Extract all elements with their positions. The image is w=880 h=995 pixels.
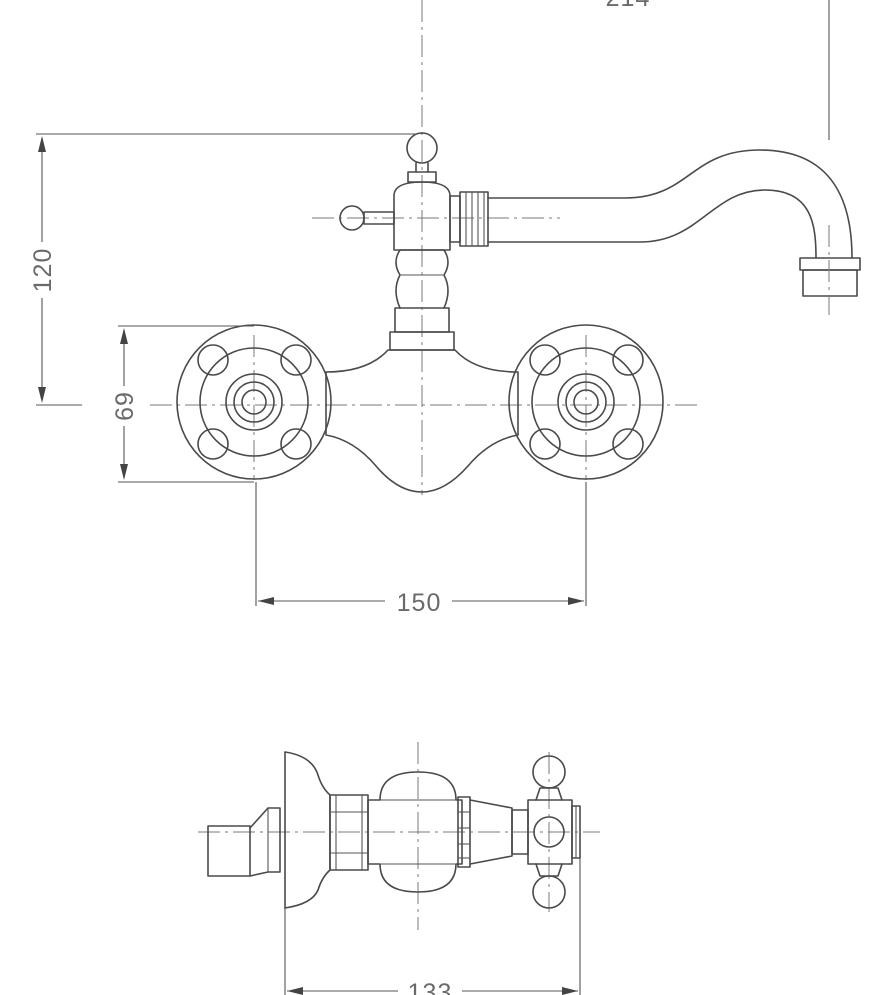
spout — [449, 149, 861, 315]
dimension-label-214: 214 — [606, 0, 651, 12]
dimension-height: 120 — [29, 133, 416, 406]
front-view: 214 120 69 — [29, 0, 861, 617]
rosette-profile — [284, 751, 331, 909]
dimension-depth: 133 — [284, 858, 581, 995]
dimension-label-150: 150 — [397, 589, 442, 617]
dimension-centers: 150 — [255, 482, 587, 617]
dimension-rosette: 69 — [111, 325, 254, 483]
left-cross-handle — [176, 324, 332, 480]
side-cross-handle — [527, 755, 581, 909]
dimension-label-133: 133 — [408, 979, 453, 995]
dimension-label-69: 69 — [111, 391, 139, 421]
diverter-valve — [339, 132, 451, 251]
side-view: 133 — [198, 742, 600, 995]
right-cross-handle — [508, 324, 664, 480]
dimension-label-120: 120 — [29, 248, 57, 293]
wall-connector — [207, 807, 281, 877]
dimension-spout-reach: 214 — [606, 0, 830, 140]
